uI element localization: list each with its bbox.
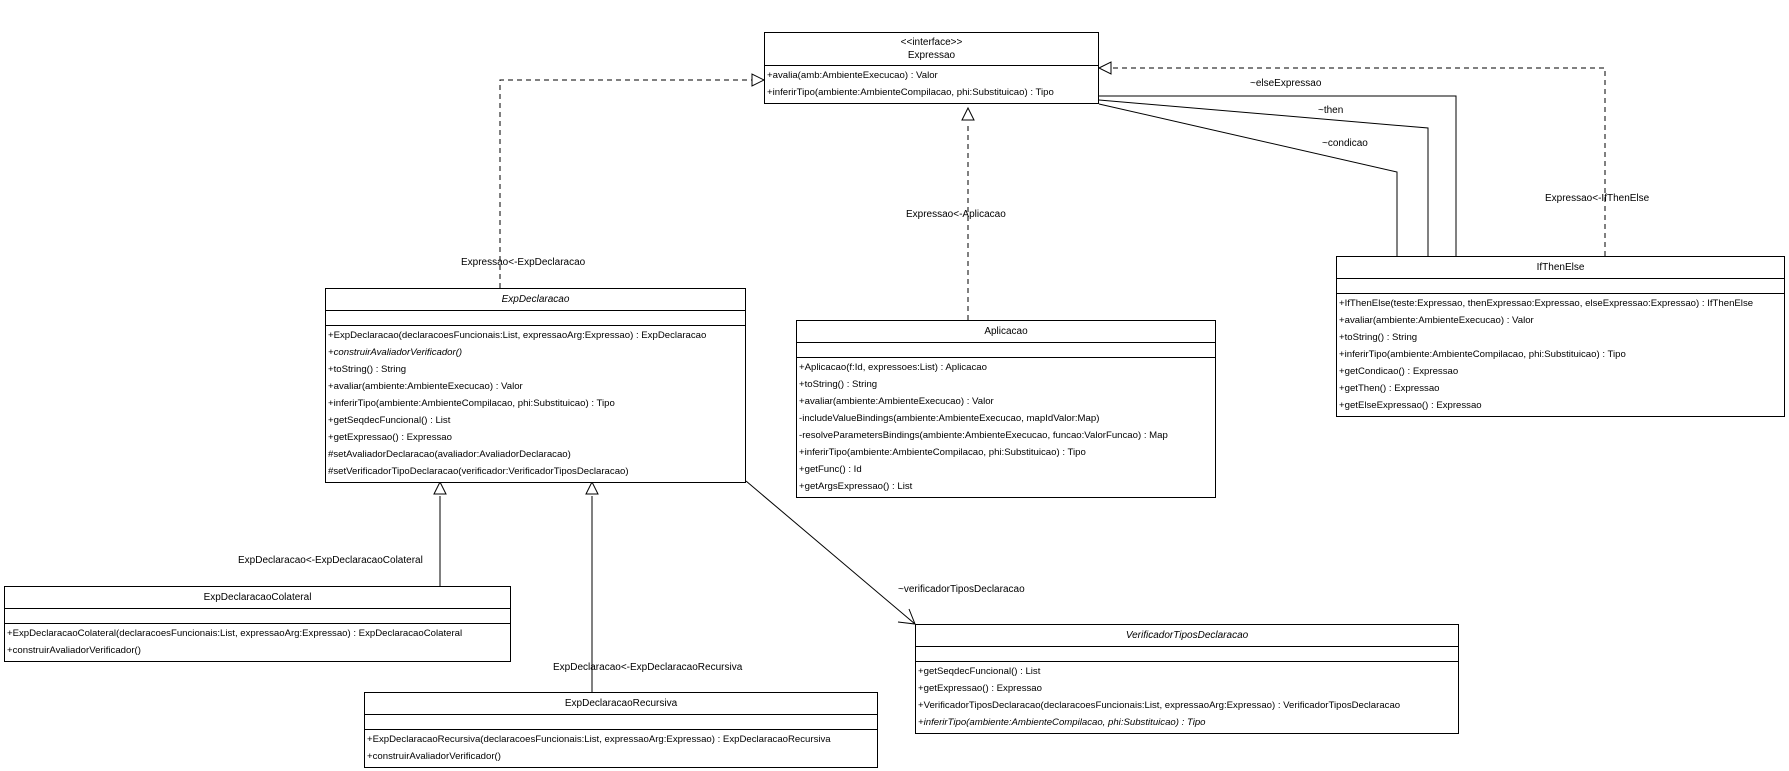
association-else-expressao <box>1099 95 1457 256</box>
association-condicao <box>1098 103 1398 256</box>
operation: +getCondicao() : Expressao <box>1339 366 1459 377</box>
operation: +getExpressao() : Expressao <box>328 432 452 443</box>
label-expressao-expdeclaracao: Expressao<-ExpDeclaracao <box>461 257 586 268</box>
label-expdeclaracao-colateral: ExpDeclaracao<-ExpDeclaracaoColateral <box>238 555 423 566</box>
class-expdeclaracaocolateral-attributes <box>5 609 510 624</box>
realization-expdeclaracao-arrowhead <box>751 73 766 87</box>
operation: +getFunc() : Id <box>799 464 862 475</box>
class-ifthenelse-operations: +IfThenElse(teste:Expressao, thenExpress… <box>1337 294 1784 416</box>
label-expressao-ifthenelse: Expressao<-IfThenElse <box>1545 193 1650 204</box>
class-expdeclaracaorecursiva-attributes <box>365 715 877 730</box>
association-verificador-line <box>745 480 916 625</box>
operation: +avaliar(ambiente:AmbienteExecucao) : Va… <box>799 396 994 407</box>
operation: +getThen() : Expressao <box>1339 383 1440 394</box>
operation: -resolveParametersBindings(ambiente:Ambi… <box>799 430 1168 441</box>
operation: +avaliar(ambiente:AmbienteExecucao) : Va… <box>1339 315 1534 326</box>
operation: +Aplicacao(f:Id, expressoes:List) : Apli… <box>799 362 987 373</box>
class-expressao-stereotype: <<interface>> <box>900 37 963 48</box>
realization-aplicacao-arrowhead <box>961 106 975 121</box>
operation: #setAvaliadorDeclaracao(avaliador:Avalia… <box>328 449 571 460</box>
operation: +ExpDeclaracaoColateral(declaracoesFunci… <box>7 628 463 639</box>
operation: +getArgsExpressao() : List <box>799 481 913 492</box>
operation: +avalia(amb:AmbienteExecucao) : Valor <box>767 70 938 81</box>
generalization-colateral-arrowhead <box>433 480 447 495</box>
operation: +VerificadorTiposDeclaracao(declaracoesF… <box>918 700 1401 711</box>
class-verificadortiposdeclaracao-operations: +getSeqdecFuncional() : List +getExpress… <box>916 662 1458 733</box>
class-expdeclaracao-name: ExpDeclaracao <box>326 289 745 311</box>
operation: +construirAvaliadorVerificador() <box>7 645 141 656</box>
operation: +toString() : String <box>1339 332 1418 343</box>
operation: +IfThenElse(teste:Expressao, thenExpress… <box>1339 298 1754 309</box>
operation: +avaliar(ambiente:AmbienteExecucao) : Va… <box>328 381 523 392</box>
class-ifthenelse-attributes <box>1337 279 1784 294</box>
class-expressao-name: Expressao <box>907 50 956 61</box>
class-expdeclaracaorecursiva-operations: +ExpDeclaracaoRecursiva(declaracoesFunci… <box>365 730 877 767</box>
operation: +inferirTipo(ambiente:AmbienteCompilacao… <box>918 717 1206 728</box>
operation: #setVerificadorTipoDeclaracao(verificado… <box>328 466 629 477</box>
class-expdeclaracaocolateral-operations: +ExpDeclaracaoColateral(declaracoesFunci… <box>5 624 510 661</box>
operation: +ExpDeclaracao(declaracoesFuncionais:Lis… <box>328 330 707 341</box>
operation: +getElseExpressao() : Expressao <box>1339 400 1482 411</box>
class-expdeclaracaocolateral: ExpDeclaracaoColateral +ExpDeclaracaoCol… <box>4 586 511 662</box>
realization-expdeclaracao-line <box>499 79 764 288</box>
class-expressao: <<interface>> Expressao +avalia(amb:Ambi… <box>764 32 1099 104</box>
association-then <box>1098 99 1429 256</box>
label-expressao-aplicacao: Expressao<-Aplicacao <box>906 209 1006 220</box>
operation: +inferirTipo(ambiente:AmbienteCompilacao… <box>799 447 1086 458</box>
class-expdeclaracaorecursiva: ExpDeclaracaoRecursiva +ExpDeclaracaoRec… <box>364 692 878 768</box>
label-else-expressao: ~elseExpressao <box>1250 78 1322 89</box>
operation: +getExpressao() : Expressao <box>918 683 1042 694</box>
operation: +getSeqdecFuncional() : List <box>328 415 451 426</box>
class-ifthenelse: IfThenElse +IfThenElse(teste:Expressao, … <box>1336 256 1785 417</box>
class-expdeclaracao-operations: +ExpDeclaracao(declaracoesFuncionais:Lis… <box>326 326 745 482</box>
operation: +toString() : String <box>328 364 407 375</box>
operation: +construirAvaliadorVerificador() <box>328 347 463 358</box>
label-verificador-tipos: ~verificadorTiposDeclaracao <box>898 584 1025 595</box>
class-aplicacao-operations: +Aplicacao(f:Id, expressoes:List) : Apli… <box>797 358 1215 497</box>
operation: -includeValueBindings(ambiente:AmbienteE… <box>799 413 1100 424</box>
operation: +construirAvaliadorVerificador() <box>367 751 501 762</box>
class-expdeclaracao: ExpDeclaracao +ExpDeclaracao(declaracoes… <box>325 288 746 483</box>
label-then: ~then <box>1318 105 1344 116</box>
operation: +getSeqdecFuncional() : List <box>918 666 1041 677</box>
operation: +inferirTipo(ambiente:AmbienteCompilacao… <box>328 398 615 409</box>
operation: +inferirTipo(ambiente:AmbienteCompilacao… <box>767 87 1054 98</box>
class-verificadortiposdeclaracao-attributes <box>916 647 1458 662</box>
operation: +ExpDeclaracaoRecursiva(declaracoesFunci… <box>367 734 831 745</box>
class-expdeclaracaocolateral-name: ExpDeclaracaoColateral <box>5 587 510 609</box>
class-aplicacao-name: Aplicacao <box>797 321 1215 343</box>
realization-ifthenelse-line <box>1112 67 1606 256</box>
class-aplicacao-attributes <box>797 343 1215 358</box>
class-expdeclaracaorecursiva-name: ExpDeclaracaoRecursiva <box>365 693 877 715</box>
class-aplicacao: Aplicacao +Aplicacao(f:Id, expressoes:Li… <box>796 320 1216 498</box>
class-expdeclaracao-attributes <box>326 311 745 326</box>
class-verificadortiposdeclaracao-name: VerificadorTiposDeclaracao <box>916 625 1458 647</box>
label-expdeclaracao-recursiva: ExpDeclaracao<-ExpDeclaracaoRecursiva <box>553 662 743 673</box>
generalization-recursiva-arrowhead <box>585 480 599 495</box>
operation: +inferirTipo(ambiente:AmbienteCompilacao… <box>1339 349 1626 360</box>
class-expressao-header: <<interface>> Expressao <box>765 33 1098 66</box>
class-verificadortiposdeclaracao: VerificadorTiposDeclaracao +getSeqdecFun… <box>915 624 1459 734</box>
class-ifthenelse-name: IfThenElse <box>1337 257 1784 279</box>
realization-ifthenelse-arrowhead <box>1097 61 1112 75</box>
label-condicao: ~condicao <box>1322 138 1368 149</box>
class-expressao-operations: +avalia(amb:AmbienteExecucao) : Valor +i… <box>765 66 1098 103</box>
operation: +toString() : String <box>799 379 878 390</box>
